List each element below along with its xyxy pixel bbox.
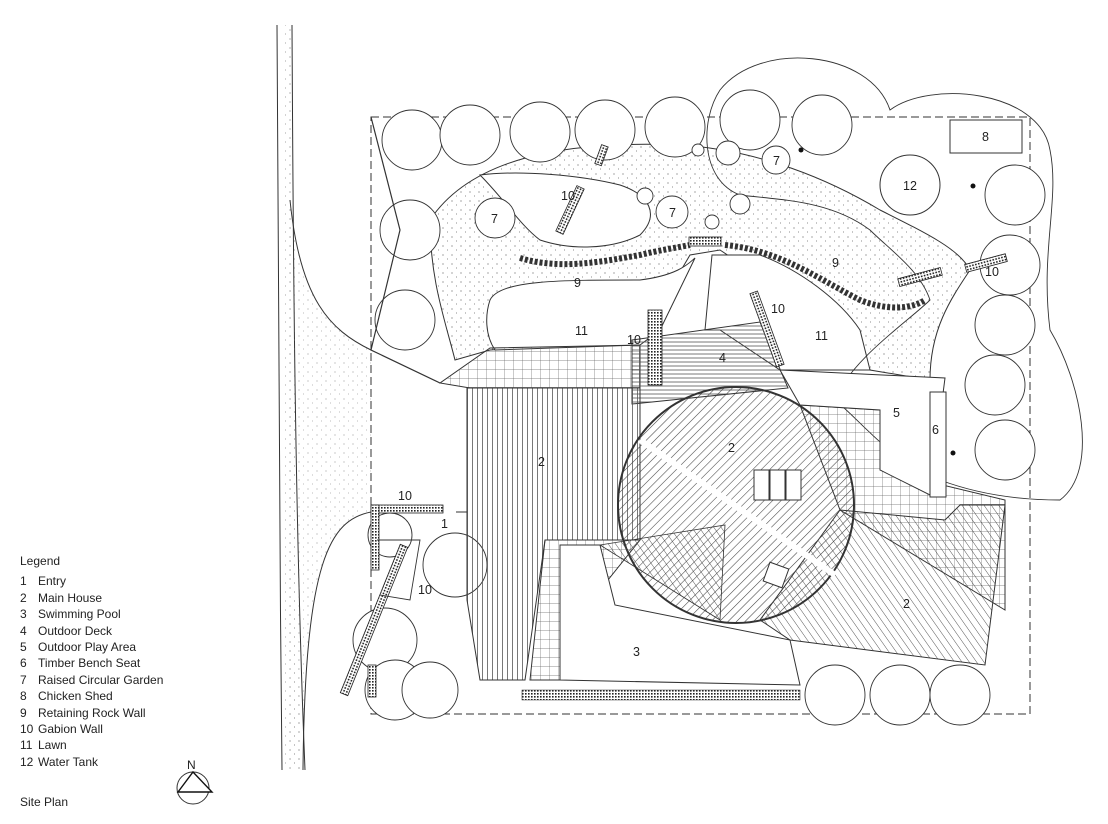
legend-item-label: Water Tank — [38, 754, 99, 769]
legend-item-number: 9 — [20, 705, 27, 720]
legend-item-label: Gabion Wall — [38, 722, 103, 737]
north-arrow: N — [176, 758, 214, 805]
label-house-c: 2 — [903, 597, 910, 611]
label-rock-wall-a: 9 — [574, 276, 581, 290]
label-gabion-f: 10 — [418, 583, 432, 597]
tree-marker — [950, 450, 956, 456]
legend-item-number: 5 — [20, 640, 27, 655]
legend-item-label: Lawn — [38, 738, 67, 753]
label-lawn-a: 11 — [575, 324, 588, 338]
nature-strip — [289, 199, 372, 771]
chicken-shed — [949, 119, 1023, 154]
legend-item-number: 8 — [20, 689, 27, 704]
label-bench: 6 — [932, 423, 939, 437]
legend-heading: Legend — [20, 554, 61, 568]
boundary-fence — [370, 116, 441, 384]
entry — [377, 511, 468, 601]
label-tank: 12 — [903, 179, 917, 193]
legend-item-label: Chicken Shed — [38, 689, 113, 704]
legend-item-number: 4 — [20, 623, 27, 638]
label-entry: 1 — [441, 517, 448, 531]
skylights — [753, 469, 802, 501]
legend-item: 7 Raised Circular Garden — [20, 672, 163, 688]
legend-item-label: Retaining Rock Wall — [38, 705, 146, 720]
pavilion-feature — [762, 561, 790, 589]
legend-item: 11 Lawn — [20, 737, 163, 753]
label-rock-wall-b: 9 — [832, 256, 839, 270]
legend-item: 2 Main House — [20, 590, 163, 606]
label-gabion-e: 10 — [398, 489, 412, 503]
legend-item-label: Raised Circular Garden — [38, 672, 164, 687]
bench-seat — [929, 391, 947, 498]
label-gabion-c: 10 — [771, 302, 785, 316]
legend-item: 1 Entry — [20, 573, 163, 589]
legend-item-label: Timber Bench Seat — [38, 656, 141, 671]
legend-item: 5 Outdoor Play Area — [20, 639, 163, 655]
legend-item: 4 Outdoor Deck — [20, 623, 163, 639]
label-play-area: 5 — [893, 406, 900, 420]
legend-item-number: 11 — [20, 738, 33, 753]
label-pool: 3 — [633, 645, 640, 659]
label-gabion-a: 10 — [561, 189, 575, 203]
tree-marker — [798, 147, 804, 153]
legend-item-label: Outdoor Play Area — [38, 640, 137, 655]
legend-item-number: 6 — [20, 656, 27, 671]
label-house-b: 2 — [728, 441, 735, 455]
label-garden-c: 7 — [773, 154, 780, 168]
legend-item-number: 12 — [20, 754, 34, 769]
legend-item: 10 Gabion Wall — [20, 721, 163, 737]
legend-item-label: Entry — [38, 574, 67, 589]
outdoor-deck — [631, 321, 789, 405]
legend-item-number: 7 — [20, 672, 27, 687]
pavilion-walkway — [638, 437, 837, 578]
legend-item-number: 3 — [20, 607, 27, 622]
label-house-a: 2 — [538, 455, 545, 469]
label-lawn-b: 11 — [815, 329, 828, 343]
legend-item-label: Swimming Pool — [38, 607, 121, 622]
legend-item-number: 1 — [20, 574, 27, 589]
legend-item: 3 Swimming Pool — [20, 606, 163, 622]
pavilion-wedge — [598, 524, 726, 621]
legend-item: 8 Chicken Shed — [20, 688, 163, 704]
label-garden-b: 7 — [669, 206, 676, 220]
label-gabion-d: 10 — [985, 265, 999, 279]
drawing-caption: Site Plan — [20, 795, 69, 809]
legend-item-label: Outdoor Deck — [38, 623, 113, 638]
water-tank — [879, 154, 941, 216]
legend-item-label: Main House — [38, 590, 103, 605]
gabion-walls — [339, 144, 1008, 698]
legend-item-number: 10 — [20, 722, 34, 737]
label-shed: 8 — [982, 130, 989, 144]
rock-wall — [519, 242, 927, 311]
legend-item: 9 Retaining Rock Wall — [20, 705, 163, 721]
plan-number-labels: 1 2 2 2 3 4 5 6 7 7 7 8 9 9 10 10 10 10 … — [398, 130, 999, 659]
legend-item: 6 Timber Bench Seat — [20, 655, 163, 671]
pool-coping — [521, 689, 801, 701]
label-gabion-b: 10 — [627, 333, 641, 347]
tree-canopies — [352, 57, 1083, 726]
legend-item-number: 2 — [20, 590, 27, 605]
label-deck: 4 — [719, 351, 726, 365]
main-house-west — [466, 387, 641, 681]
north-label: N — [187, 758, 196, 772]
raised-gardens — [474, 140, 791, 239]
legend-item: 12 Water Tank — [20, 754, 163, 770]
label-garden-a: 7 — [491, 212, 498, 226]
tree-marker — [970, 183, 976, 189]
